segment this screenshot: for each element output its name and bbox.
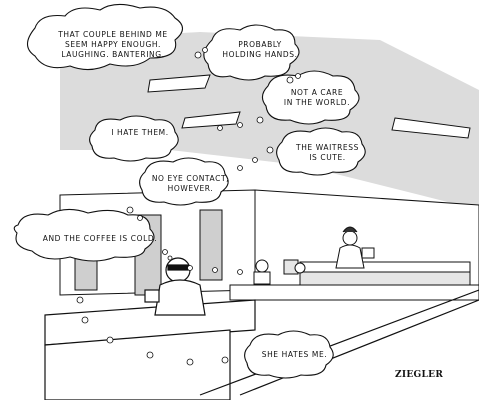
thought-bubbles	[13, 3, 366, 379]
man-figure	[144, 257, 206, 316]
couple-figures	[253, 259, 306, 285]
thought-bubble-5	[276, 127, 366, 176]
thought-text-not-a-care: Not a care in the world.	[283, 88, 351, 107]
thought-bubble-4	[89, 115, 179, 162]
thought-bubble-6	[139, 157, 229, 206]
thought-text-hate-them: I hate them.	[111, 128, 169, 137]
artist-signature: ZIEGLER	[395, 370, 444, 380]
thought-bubble-8	[244, 330, 334, 379]
thought-text-couple: That couple behind me seem happy enough.…	[58, 30, 168, 59]
thought-text-holding-hands: Probably holding hands.	[222, 40, 298, 59]
ceiling-lights	[147, 74, 471, 139]
thought-text-waitress: The waitress is cute.	[296, 143, 359, 162]
thought-bubble-3	[261, 70, 360, 125]
thought-bubble-7	[13, 208, 155, 262]
thought-dots	[76, 47, 301, 366]
thought-bubble-2	[203, 24, 300, 81]
thought-bubble-1	[26, 3, 184, 71]
thought-text-coffee: And the coffee is cold.	[42, 234, 158, 243]
counter	[229, 189, 479, 301]
thought-text-she-hates-me: She hates me.	[261, 350, 328, 359]
waitress-figure	[335, 226, 375, 269]
thought-text-no-eye-contact: No eye contact, however.	[151, 174, 230, 193]
ceiling-shade	[60, 32, 479, 210]
